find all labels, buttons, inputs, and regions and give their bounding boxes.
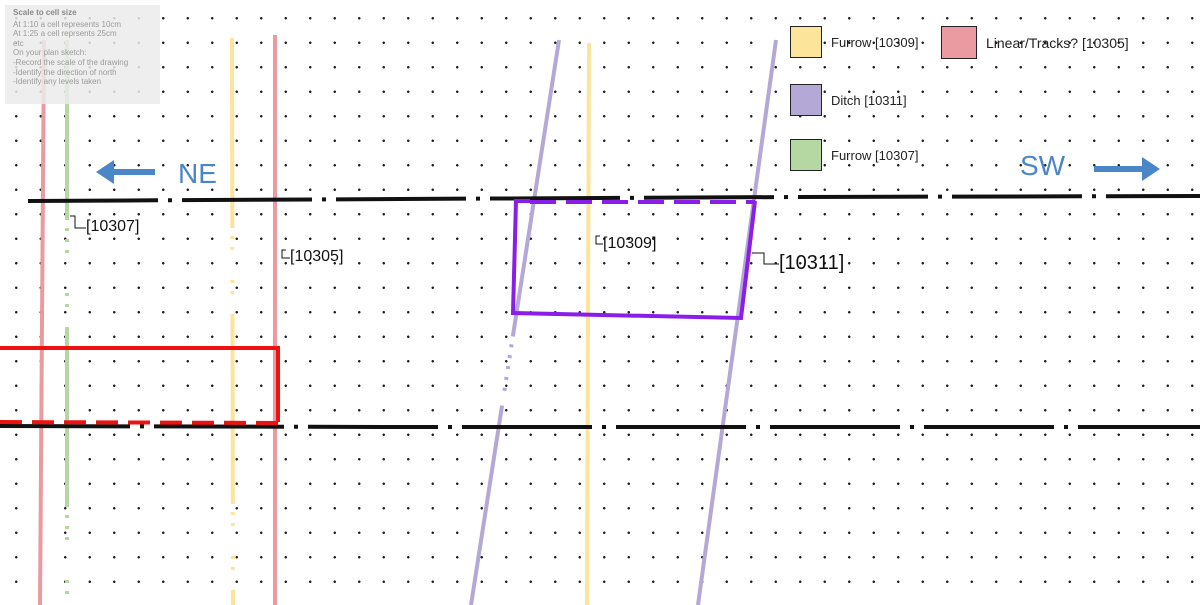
legend-swatch xyxy=(790,26,822,58)
direction-ne-label: NE xyxy=(178,158,217,189)
legend-label: Linear/Tracks? [10305] xyxy=(986,34,1129,51)
legend-label: Furrow [10309] xyxy=(831,34,919,50)
red-slot-dashed-edge xyxy=(0,420,279,425)
legend-item-linear-10305: Linear/Tracks? [10305] xyxy=(941,26,1129,59)
legend-label: Ditch [10311] xyxy=(831,92,907,108)
ditch-10311-left-edge xyxy=(469,39,561,605)
scale-note-title: Scale to cell size xyxy=(13,8,77,17)
arrow-ne-icon xyxy=(96,160,155,184)
legend-swatch xyxy=(790,84,822,116)
scale-note-panel: Scale to cell size At 1:10 a cell repres… xyxy=(5,5,160,104)
scale-note-line: At 1:10 a cell represents 10cm xyxy=(13,19,122,29)
trench-edge-north xyxy=(27,194,1200,203)
scale-note-line: -Identify the direction of north xyxy=(13,67,117,77)
legend-item-ditch-10311: Ditch [10311] xyxy=(790,84,907,116)
leader-10307 xyxy=(70,215,86,229)
ditch-10311-right-edge xyxy=(696,39,778,605)
furrow-10309-line xyxy=(585,42,591,605)
context-label-10305: [10305] xyxy=(290,248,344,265)
red-slot-outline xyxy=(0,346,280,422)
scale-note-line: -Record the scale of the drawing xyxy=(13,57,129,67)
ditch-slot-outline xyxy=(510,199,757,321)
legend-swatch xyxy=(941,26,977,59)
arrow-sw-icon xyxy=(1094,157,1160,181)
scale-note-line: -Identify any levels taken xyxy=(13,77,102,87)
context-label-10307: [10307] xyxy=(86,218,140,235)
furrow-yellow-left-line xyxy=(230,37,235,605)
leader-10309 xyxy=(595,235,603,245)
legend-label: Furrow [10307] xyxy=(831,147,919,163)
direction-sw-label: SW xyxy=(1020,150,1066,181)
legend-item-furrow-10307: Furrow [10307] xyxy=(790,139,918,171)
legend-item-furrow-10309: Furrow [10309] xyxy=(790,26,918,58)
scale-note-line: etc xyxy=(13,38,24,48)
linear-10305-left-line xyxy=(38,39,46,605)
leader-10311 xyxy=(752,252,779,265)
scale-note-line: On your plan sketch: xyxy=(13,48,87,58)
context-label-10309: [10309] xyxy=(603,235,657,252)
trench-edge-south xyxy=(0,424,1200,429)
scale-note-line: At 1:25 a cell reprsents 25cm xyxy=(13,29,117,39)
leader-10305 xyxy=(281,249,290,259)
legend-swatch xyxy=(790,139,822,171)
context-label-10311: [10311] xyxy=(779,252,845,274)
